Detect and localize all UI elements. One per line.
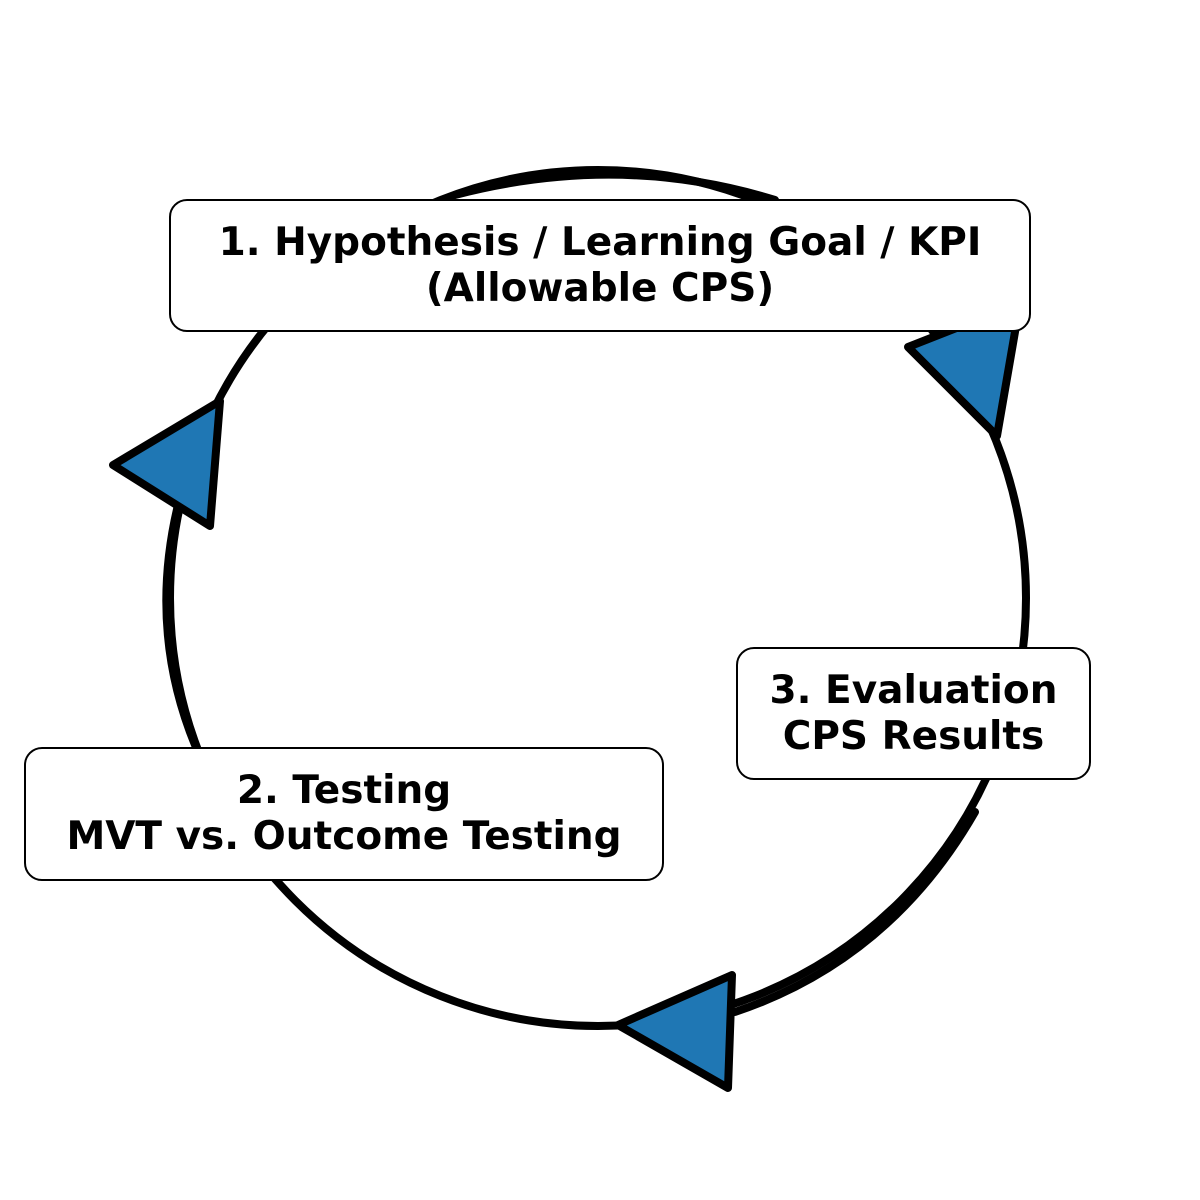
step-3-title: 3. Evaluation <box>769 667 1058 713</box>
arrowhead-3-to-2 <box>614 971 736 1092</box>
step-box-testing: 2. Testing MVT vs. Outcome Testing <box>24 747 664 881</box>
step-1-subtitle: (Allowable CPS) <box>425 265 775 311</box>
step-box-hypothesis: 1. Hypothesis / Learning Goal / KPI (All… <box>169 199 1031 332</box>
ring-overlap-bottom <box>731 808 979 1016</box>
step-2-title: 2. Testing <box>236 768 452 813</box>
step-box-evaluation: 3. Evaluation CPS Results <box>736 647 1091 780</box>
ring-overlap-left <box>162 501 199 749</box>
ring-overlap-top <box>451 170 779 204</box>
step-2-subtitle: MVT vs. Outcome Testing <box>66 814 622 859</box>
step-1-title: 1. Hypothesis / Learning Goal / KPI <box>218 219 982 265</box>
arrowhead-2-to-1 <box>109 397 224 530</box>
step-3-subtitle: CPS Results <box>782 713 1045 759</box>
